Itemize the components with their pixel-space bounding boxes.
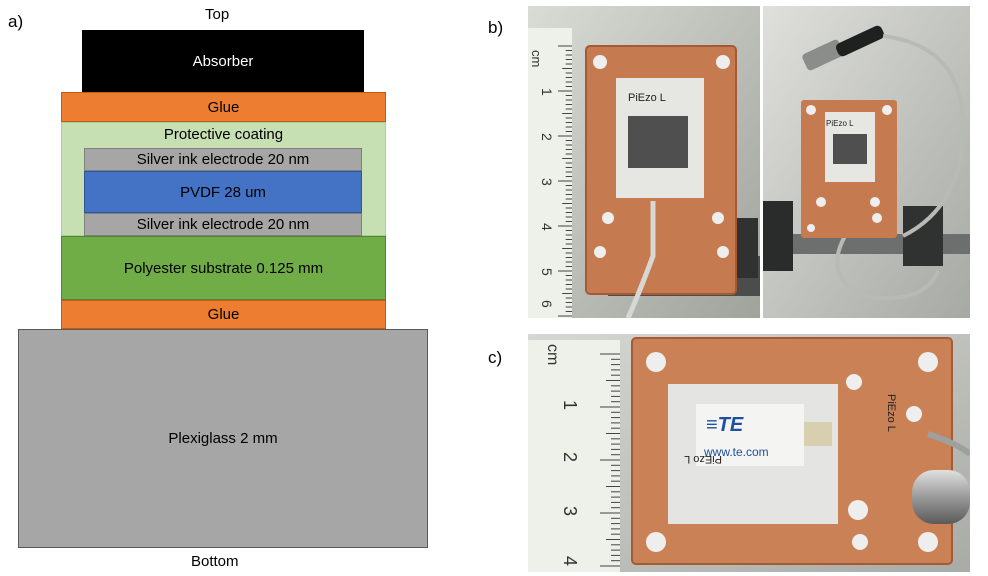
layer-silver-electrode-top-label: Silver ink electrode 20 nm (136, 151, 310, 168)
layer-pvdf: PVDF 28 um (84, 171, 362, 213)
ruler-c-number: 1 (560, 400, 580, 410)
ruler-b-number: 5 (539, 268, 555, 276)
photo-c-drawing: ≡TE www.te.com PiEzo L PiEzo L cm 1 2 3 … (528, 334, 970, 572)
photo-b-right: PiEzo L (763, 6, 970, 318)
ruler-b-ticks (558, 45, 572, 317)
layer-absorber-label: Absorber (192, 52, 254, 70)
photo-b-left-drawing: PiEzo L cm 1 2 3 4 5 6 (528, 6, 760, 318)
layer-plexiglass: Plexiglass 2 mm (18, 329, 428, 548)
layer-polyester-substrate: Polyester substrate 0.125 mm (61, 236, 386, 300)
layer-glue-bottom-label: Glue (207, 306, 240, 323)
photo-b-left: PiEzo L cm 1 2 3 4 5 6 (528, 6, 760, 318)
ruler-b-number: 6 (539, 300, 555, 308)
layer-glue-bottom: Glue (61, 300, 386, 329)
layer-pvdf-label: PVDF 28 um (180, 183, 266, 201)
layer-glue-top-label: Glue (207, 98, 240, 116)
panel-label-b: b) (488, 18, 504, 37)
ruler-b-numbers: 1 2 3 4 5 6 (539, 88, 555, 308)
layer-plexiglass-label: Plexiglass 2 mm (168, 430, 278, 447)
handwriting-b-right: PiEzo L (826, 119, 854, 128)
layer-glue-top: Glue (61, 92, 386, 122)
layer-absorber: Absorber (82, 30, 364, 92)
ruler-c-number: 2 (560, 452, 580, 462)
layer-protective-coating-label: Protective coating (163, 126, 284, 143)
te-logo: ≡TE (706, 414, 744, 436)
handwriting-c-left: PiEzo L (684, 453, 722, 465)
layer-polyester-substrate-label: Polyester substrate 0.125 mm (123, 259, 324, 277)
ruler-b-number: 1 (539, 88, 555, 96)
photo-b-right-drawing: PiEzo L (763, 6, 970, 318)
ruler-c-number: 4 (560, 556, 580, 566)
ruler-b-number: 2 (539, 133, 555, 141)
ruler-c-numbers: 1 2 3 4 (560, 400, 580, 566)
layer-silver-electrode-bottom-label: Silver ink electrode 20 nm (136, 216, 310, 233)
handwriting-b-left: PiEzo L (628, 92, 666, 104)
ruler-c-unit: cm (544, 344, 561, 365)
top-label: Top (205, 6, 230, 23)
ruler-c-ticks (600, 353, 620, 567)
handwriting-c-right: PiEzo L (885, 394, 897, 432)
bottom-label: Bottom (191, 553, 239, 570)
panel-label-a: a) (8, 12, 24, 31)
panel-label-c: c) (488, 348, 503, 367)
ruler-b-number: 4 (539, 223, 555, 231)
te-url: www.te.com (703, 445, 769, 459)
photo-c: ≡TE www.te.com PiEzo L PiEzo L cm 1 2 3 … (528, 334, 970, 572)
ruler-b-number: 3 (539, 178, 555, 186)
ruler-c-number: 3 (560, 506, 580, 516)
layer-silver-electrode-top: Silver ink electrode 20 nm (84, 148, 362, 171)
ruler-b-unit: cm (529, 50, 544, 67)
layer-silver-electrode-bottom: Silver ink electrode 20 nm (84, 213, 362, 236)
